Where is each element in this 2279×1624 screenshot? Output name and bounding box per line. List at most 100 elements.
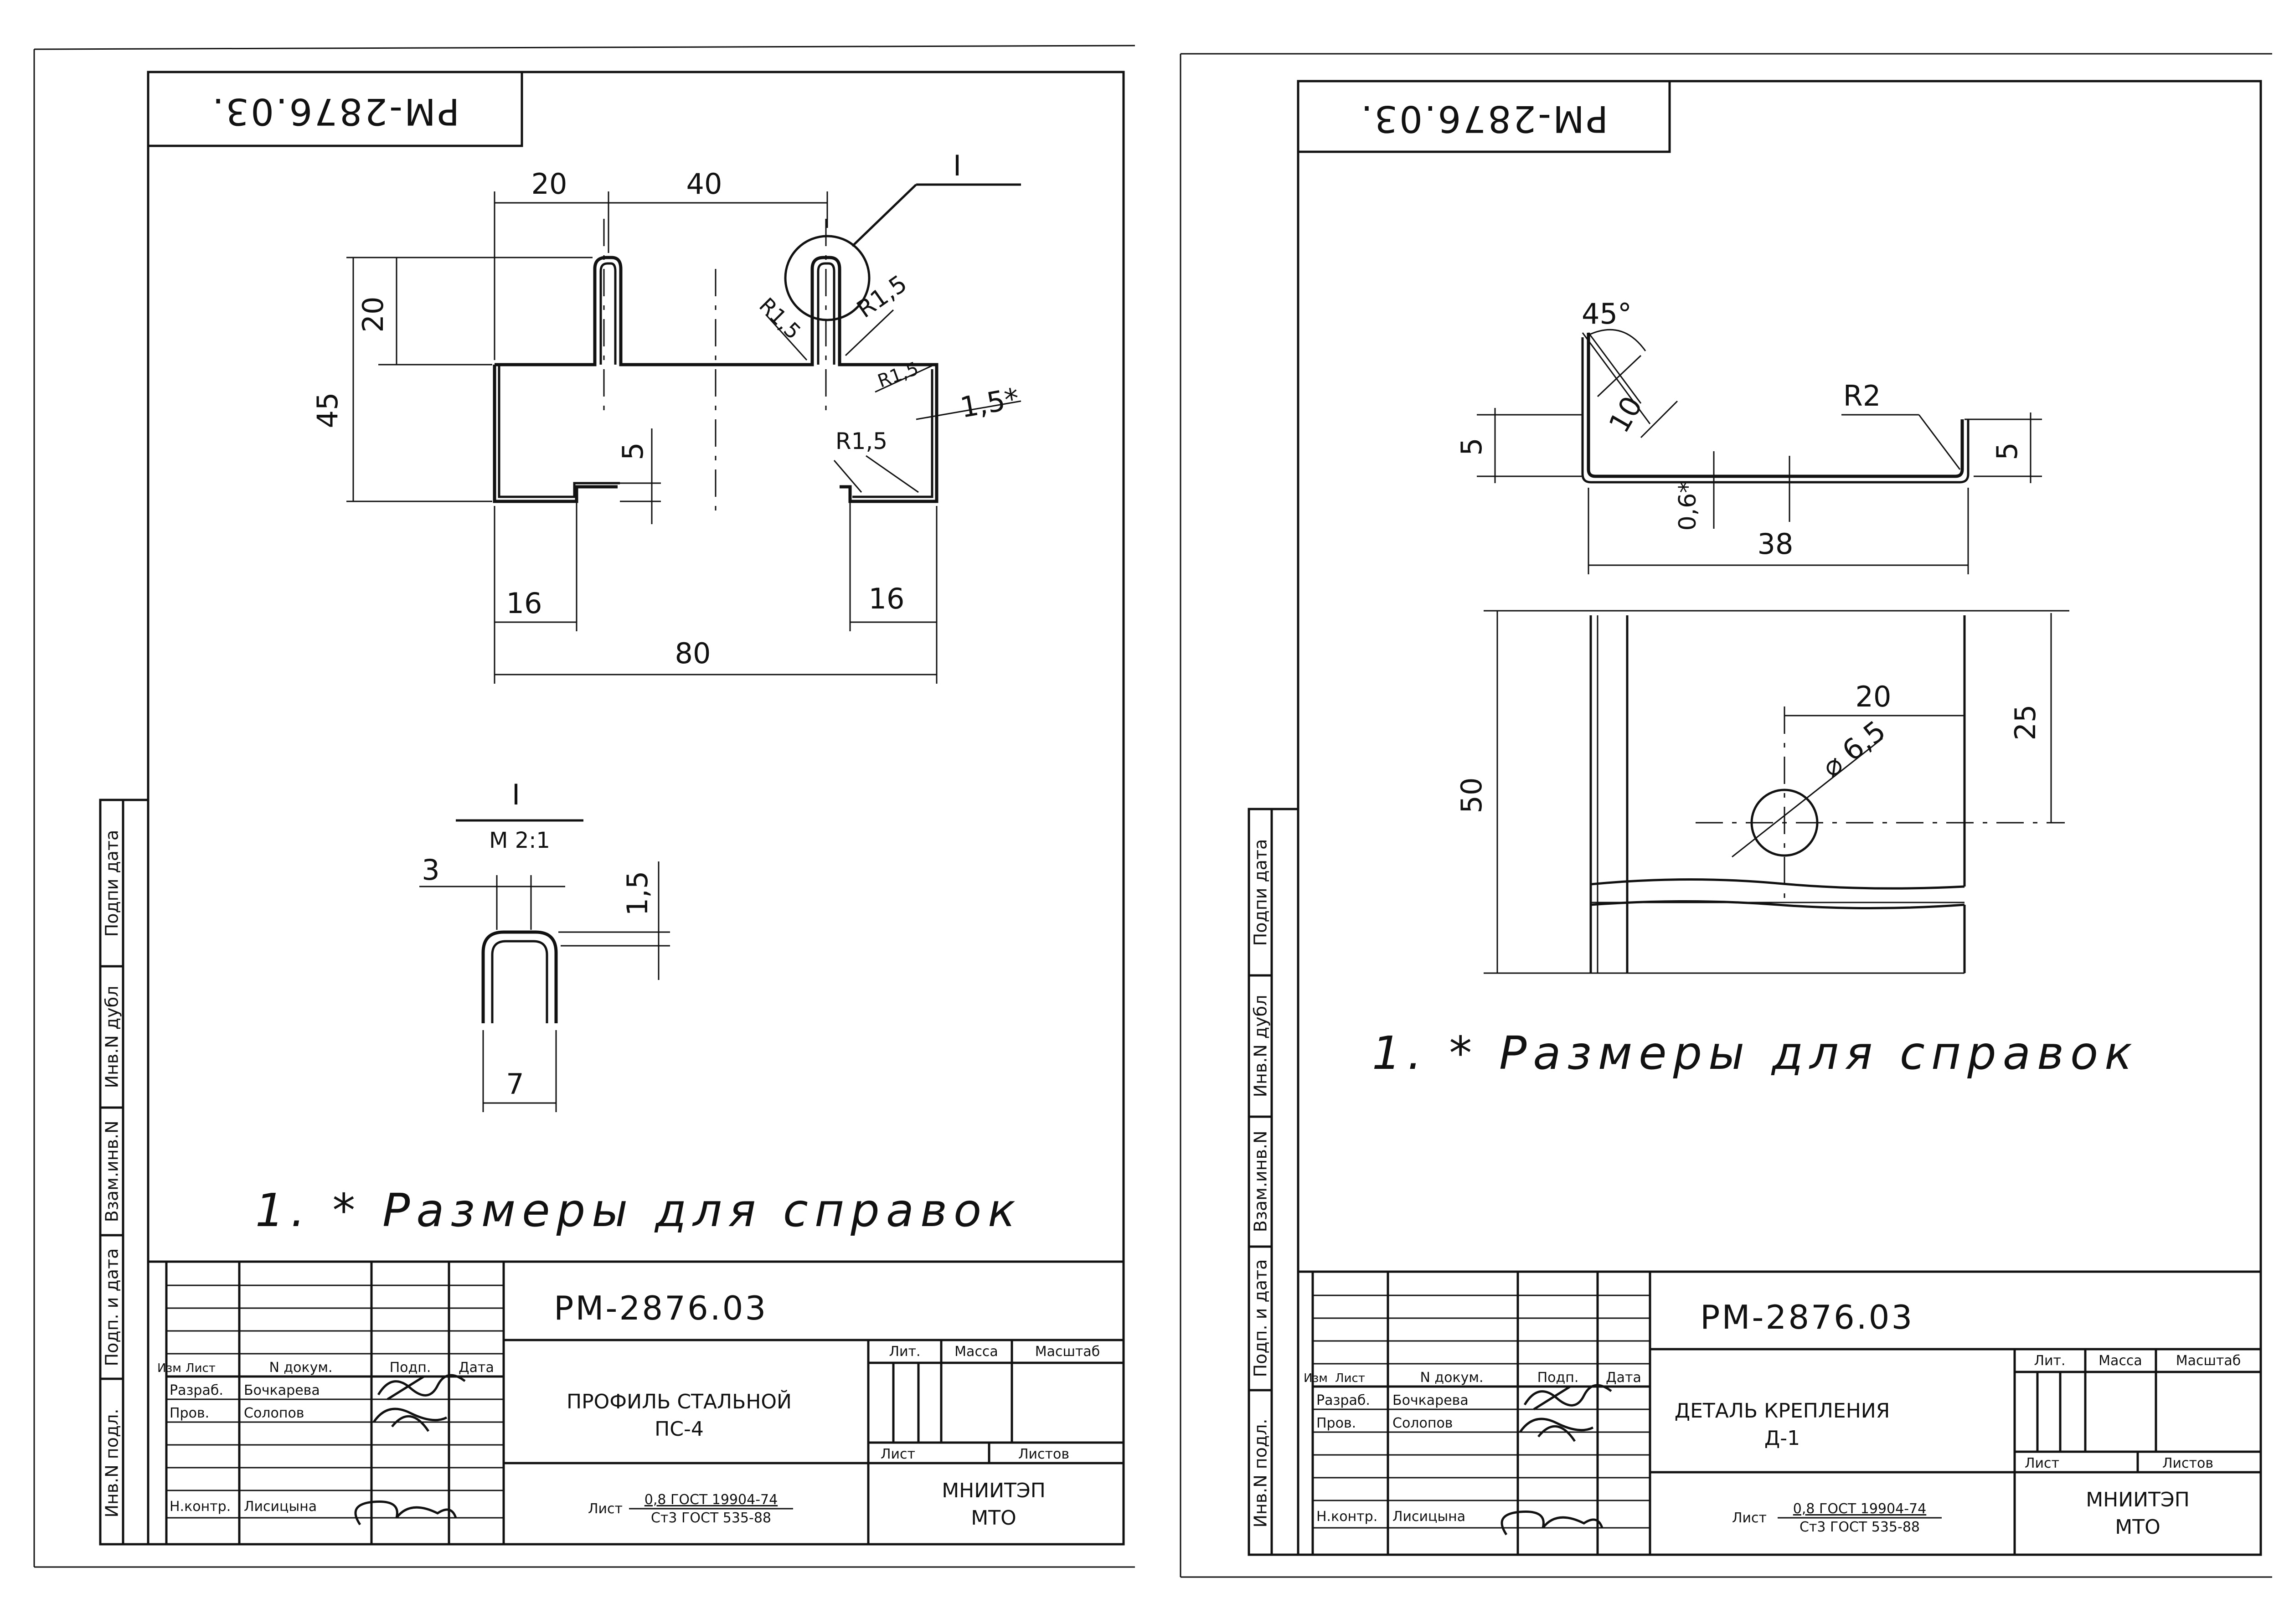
- note-reference-dims: 1. * Размеры для справок: [255, 1184, 1022, 1237]
- tb-data-r: Дата: [1606, 1370, 1641, 1386]
- tb-org-2: МТО: [971, 1506, 1016, 1530]
- profile-ps4-section: I 20 40 20 45 5 R1,5 R1,5: [311, 149, 1021, 684]
- tb-prov-name: Солопов: [244, 1405, 304, 1421]
- dim-16-left: 16: [506, 587, 542, 620]
- tb-massa-r: Масса: [2099, 1353, 2142, 1369]
- dim-20-top: 20: [531, 167, 567, 201]
- dim-thickness: 1,5*: [958, 382, 1021, 424]
- tb-material-bottom-r: Ст3 ГОСТ 535-88: [1799, 1519, 1920, 1535]
- detail-label: I: [512, 778, 520, 811]
- tb-list2-r: Лист: [2025, 1455, 2059, 1471]
- tb-list-label: Лист: [588, 1501, 623, 1517]
- tb-org-2-r: МТО: [2115, 1516, 2160, 1539]
- tb-masshtab-r: Масштаб: [2176, 1353, 2241, 1369]
- side-label-podp-data: Подп. и дата: [102, 1248, 122, 1366]
- tb-podp-r: Подп.: [1537, 1370, 1579, 1386]
- side-label-inv-podl: Инв.N подл.: [102, 1409, 122, 1518]
- tb-org-1-r: МНИИТЭП: [2086, 1488, 2190, 1511]
- side-stamp-right: Инв.N подл. Подп. и дата Взам.инв.N Инв.…: [1248, 808, 1299, 1556]
- dim-10: 10: [1602, 391, 1649, 438]
- detail-dim-1-5: 1,5: [621, 871, 654, 916]
- tb-nkontr-role-r: Н.контр.: [1316, 1509, 1377, 1525]
- bracket-d1-plan: ⌀ 6,5 20 25 50: [1455, 610, 2069, 974]
- radius-r2: R2: [1843, 379, 1881, 412]
- note-reference-dims-right: 1. * Размеры для справок: [1372, 1026, 2139, 1080]
- side-label-podp-data-r: Подп. и дата: [1251, 1259, 1271, 1377]
- tb-title-2-r: Д-1: [1764, 1427, 1800, 1450]
- detail-dim-3: 3: [422, 853, 439, 887]
- dim-50-plan: 50: [1455, 778, 1488, 814]
- side-label-vzam-inv-r: Взам.инв.N: [1251, 1131, 1271, 1232]
- detail-i-view: I M 2:1 3 1,5 7: [419, 778, 670, 1112]
- top-stamp-box: [147, 71, 523, 147]
- tb-code: РМ-2876.03: [554, 1289, 768, 1327]
- bracket-d1-section: 45° 10 5 5 R2 0,6* 38: [1455, 297, 2042, 574]
- dim-5: 5: [616, 442, 650, 460]
- dim-thickness-06: 0,6*: [1674, 481, 1702, 531]
- tb-nkontr-role: Н.контр.: [170, 1499, 231, 1515]
- tb-ndoc: N докум.: [269, 1360, 332, 1376]
- signature-3-r: [1500, 1510, 1604, 1536]
- tb-title-2: ПС-4: [655, 1418, 704, 1441]
- radius-label-1: R1,5: [754, 293, 806, 344]
- side-label-inv-dubl-r: Инв.N дубл: [1251, 995, 1271, 1098]
- dim-38: 38: [1758, 527, 1794, 561]
- title-block-left: Изм Лист N докум. Подп. Дата Разраб. Боч…: [147, 1260, 1125, 1546]
- tb-list2: Лист: [881, 1446, 915, 1462]
- tb-izm-r: Изм: [1304, 1371, 1328, 1385]
- tb-material-top-r: 0,8 ГОСТ 19904-74: [1793, 1501, 1926, 1517]
- tb-prov-role-r: Пров.: [1316, 1415, 1356, 1431]
- sheet-left: РМ-2876.03. Инв.N подл. Подп. и дата Вза…: [33, 45, 1135, 1568]
- callout-label: I: [953, 149, 961, 182]
- side-label-vzam-inv: Взам.инв.N: [102, 1121, 122, 1222]
- tb-code-r: РМ-2876.03: [1700, 1298, 1914, 1336]
- signature-1: [377, 1374, 466, 1401]
- dim-25-plan: 25: [2009, 705, 2042, 741]
- signature-3: [354, 1500, 457, 1526]
- tb-nkontr-name: Лисицына: [244, 1499, 317, 1515]
- radius-label-4: R1,5: [835, 428, 887, 454]
- tb-data: Дата: [459, 1360, 494, 1376]
- tb-razrab-role-r: Разраб.: [1316, 1392, 1370, 1408]
- sheet-right: РМ-2876.03. Инв.N подл. Подп. и дата Вза…: [1180, 53, 2272, 1578]
- dim-16-right: 16: [869, 582, 905, 615]
- tb-material-top: 0,8 ГОСТ 19904-74: [645, 1492, 778, 1508]
- tb-razrab-role: Разраб.: [170, 1382, 223, 1398]
- side-label-podpi-data-r: Подпи дата: [1251, 839, 1271, 946]
- angle-45: 45°: [1582, 297, 1632, 330]
- tb-prov-name-r: Солопов: [1392, 1415, 1453, 1431]
- tb-podp: Подп.: [390, 1360, 431, 1376]
- tb-list-r: Лист: [1335, 1371, 1365, 1385]
- side-stamp: Инв.N подл. Подп. и дата Взам.инв.N Инв.…: [99, 799, 150, 1546]
- signature-2: [372, 1407, 448, 1432]
- side-label-inv-dubl: Инв.N дубл: [102, 986, 122, 1088]
- top-stamp-code-right: РМ-2876.03.: [1359, 98, 1608, 140]
- tb-listov: Листов: [1018, 1446, 1069, 1462]
- detail-scale: M 2:1: [489, 828, 550, 853]
- top-stamp-box-right: [1297, 80, 1671, 153]
- title-block-right: Изм Лист N докум. Подп. Дата Разраб. Боч…: [1297, 1270, 2262, 1556]
- signature-1-r: [1523, 1384, 1612, 1411]
- hole-diameter: ⌀ 6,5: [1815, 714, 1892, 784]
- tb-izm: Изм: [157, 1361, 181, 1375]
- tb-masshtab: Масштаб: [1035, 1344, 1100, 1360]
- tb-massa: Масса: [954, 1344, 998, 1360]
- tb-title-1: ПРОФИЛЬ СТАЛЬНОЙ: [567, 1389, 792, 1413]
- tb-title-1-r: ДЕТАЛЬ КРЕПЛЕНИЯ: [1675, 1399, 1890, 1423]
- dim-5-right: 5: [1990, 442, 2024, 460]
- side-label-inv-podl-r: Инв.N подл.: [1251, 1419, 1271, 1528]
- tb-org-1: МНИИТЭП: [942, 1479, 1046, 1502]
- dim-5-left: 5: [1455, 438, 1488, 455]
- top-stamp-code: РМ-2876.03.: [211, 90, 459, 133]
- radius-label-2: R1,5: [852, 270, 912, 323]
- dim-20-plan: 20: [1856, 680, 1892, 713]
- tb-nkontr-name-r: Лисицына: [1392, 1509, 1465, 1525]
- tb-razrab-name: Бочкарева: [244, 1382, 320, 1398]
- tb-ndoc-r: N докум.: [1420, 1370, 1483, 1386]
- side-label-podpi-data: Подпи дата: [102, 830, 122, 937]
- dim-80: 80: [675, 637, 711, 670]
- tb-prov-role: Пров.: [170, 1405, 209, 1421]
- tb-list: Лист: [186, 1361, 216, 1375]
- tb-list-label-r: Лист: [1732, 1510, 1767, 1526]
